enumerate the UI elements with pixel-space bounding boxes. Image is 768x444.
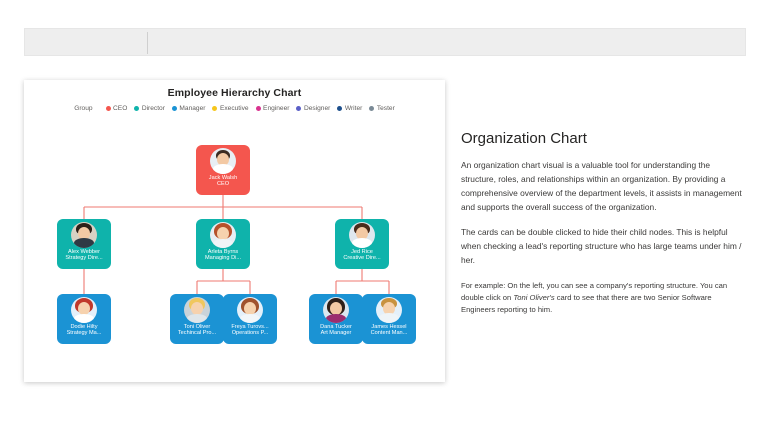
node-name-dodie-hilty: Dodie Hilty <box>70 324 98 330</box>
node-labels-arleta-byrns: Arleta Byrns Managing Di... <box>196 249 250 262</box>
node-role-alex-webber: Strategy Dire... <box>65 255 103 262</box>
node-name-jed-rice: Jed Rice <box>351 249 373 255</box>
node-role-arleta-byrns: Managing Di... <box>204 255 242 262</box>
org-node-jack-walsh[interactable]: Jack Walsh CEO <box>196 145 250 195</box>
legend-title: Group <box>74 105 93 112</box>
legend-item-executive[interactable]: Executive <box>212 105 249 112</box>
avatar-alex-webber <box>71 222 97 248</box>
node-labels-dana-tucker: Dana Tucker Art Manager <box>309 324 363 337</box>
panel-paragraph-2: The cards can be double clicked to hide … <box>461 227 742 266</box>
node-name-jack-walsh: Jack Walsh <box>208 175 238 181</box>
org-chart-visual[interactable]: Employee Hierarchy Chart Group CEO Direc… <box>24 80 445 382</box>
legend-swatch-manager <box>171 106 177 111</box>
node-role-jed-rice: Creative Dire... <box>343 255 381 262</box>
avatar-freya-turovs <box>237 297 263 323</box>
legend-item-ceo[interactable]: CEO <box>105 105 128 112</box>
legend-label-designer: Designer <box>303 105 331 112</box>
node-labels-jack-walsh: Jack Walsh CEO <box>196 175 250 188</box>
node-name-alex-webber: Alex Webber <box>68 249 100 255</box>
org-node-james-hessel[interactable]: James Hessel Content Man... <box>362 294 416 344</box>
node-name-james-hessel: James Hessel <box>371 324 407 330</box>
node-labels-dodie-hilty: Dodie Hilty Strategy Ma... <box>57 324 111 337</box>
node-labels-freya-turovs: Freya Turovs... Operations P... <box>223 324 277 337</box>
node-labels-james-hessel: James Hessel Content Man... <box>362 324 416 337</box>
node-role-dana-tucker: Art Manager <box>320 330 352 337</box>
node-labels-jed-rice: Jed Rice Creative Dire... <box>335 249 389 262</box>
avatar-jack-walsh <box>210 148 236 174</box>
legend-swatch-engineer <box>255 106 261 111</box>
avatar-arleta-byrns <box>210 222 236 248</box>
node-role-dodie-hilty: Strategy Ma... <box>66 330 102 337</box>
legend-label-writer: Writer <box>344 105 363 112</box>
legend-item-director[interactable]: Director <box>134 105 165 112</box>
chart-legend: Group CEO Director Manager Executive Eng… <box>24 105 445 112</box>
legend-swatch-tester <box>369 106 375 111</box>
legend-item-engineer[interactable]: Engineer <box>255 105 290 112</box>
description-panel: Organization Chart An organization chart… <box>461 130 746 328</box>
avatar-jed-rice <box>349 222 375 248</box>
node-name-toni-oliver: Toni Oliver <box>183 324 211 330</box>
panel-paragraph-3-emphasis: Toni Oliver's <box>513 293 555 303</box>
chart-title: Employee Hierarchy Chart <box>167 87 302 99</box>
node-labels-alex-webber: Alex Webber Strategy Dire... <box>57 249 111 262</box>
toolbar-divider <box>147 32 148 54</box>
legend-label-manager: Manager <box>179 105 206 112</box>
legend-swatch-writer <box>337 106 343 111</box>
node-role-toni-oliver: Techincal Pro... <box>177 330 217 337</box>
avatar-toni-oliver <box>184 297 210 323</box>
legend-item-designer[interactable]: Designer <box>296 105 330 112</box>
legend-item-manager[interactable]: Manager <box>171 105 206 112</box>
legend-label-director: Director <box>141 105 165 112</box>
org-connectors <box>83 195 390 294</box>
top-toolbar[interactable] <box>24 28 746 56</box>
legend-item-tester[interactable]: Tester <box>369 105 395 112</box>
legend-swatch-designer <box>296 106 302 111</box>
node-name-freya-turovs: Freya Turovs... <box>231 324 269 330</box>
panel-paragraph-3-part2: card to see that there are two Senior So… <box>461 293 712 315</box>
node-name-arleta-byrns: Arleta Byrns <box>207 249 239 255</box>
panel-paragraph-3-part1: For example: On the left, you can see a … <box>461 281 728 303</box>
legend-item-writer[interactable]: Writer <box>337 105 362 112</box>
node-name-dana-tucker: Dana Tucker <box>320 324 352 330</box>
panel-title: Organization Chart <box>461 130 587 147</box>
avatar-dana-tucker <box>323 297 349 323</box>
legend-swatch-director <box>134 106 140 111</box>
legend-label-ceo: CEO <box>113 105 128 112</box>
org-node-freya-turovs[interactable]: Freya Turovs... Operations P... <box>223 294 277 344</box>
node-labels-toni-oliver: Toni Oliver Techincal Pro... <box>170 324 224 337</box>
org-node-dodie-hilty[interactable]: Dodie Hilty Strategy Ma... <box>57 294 111 344</box>
avatar-james-hessel <box>376 297 402 323</box>
legend-swatch-ceo <box>105 106 111 111</box>
legend-label-executive: Executive <box>219 105 249 112</box>
panel-paragraph-1: An organization chart visual is a valuab… <box>461 160 742 212</box>
org-node-arleta-byrns[interactable]: Arleta Byrns Managing Di... <box>196 219 250 269</box>
legend-label-engineer: Engineer <box>263 105 290 112</box>
org-chart-canvas[interactable]: Jack Walsh CEO Alex Webber Strategy Dire… <box>24 80 445 382</box>
node-role-jack-walsh: CEO <box>216 181 230 188</box>
legend-label-tester: Tester <box>376 105 395 112</box>
org-node-toni-oliver[interactable]: Toni Oliver Techincal Pro... <box>170 294 224 344</box>
org-node-alex-webber[interactable]: Alex Webber Strategy Dire... <box>57 219 111 269</box>
org-node-dana-tucker[interactable]: Dana Tucker Art Manager <box>309 294 363 344</box>
org-node-jed-rice[interactable]: Jed Rice Creative Dire... <box>335 219 389 269</box>
avatar-dodie-hilty <box>71 297 97 323</box>
panel-paragraph-3: For example: On the left, you can see a … <box>461 280 746 316</box>
node-role-james-hessel: Content Man... <box>370 330 408 337</box>
node-role-freya-turovs: Operations P... <box>231 330 269 337</box>
legend-swatch-executive <box>212 106 218 111</box>
